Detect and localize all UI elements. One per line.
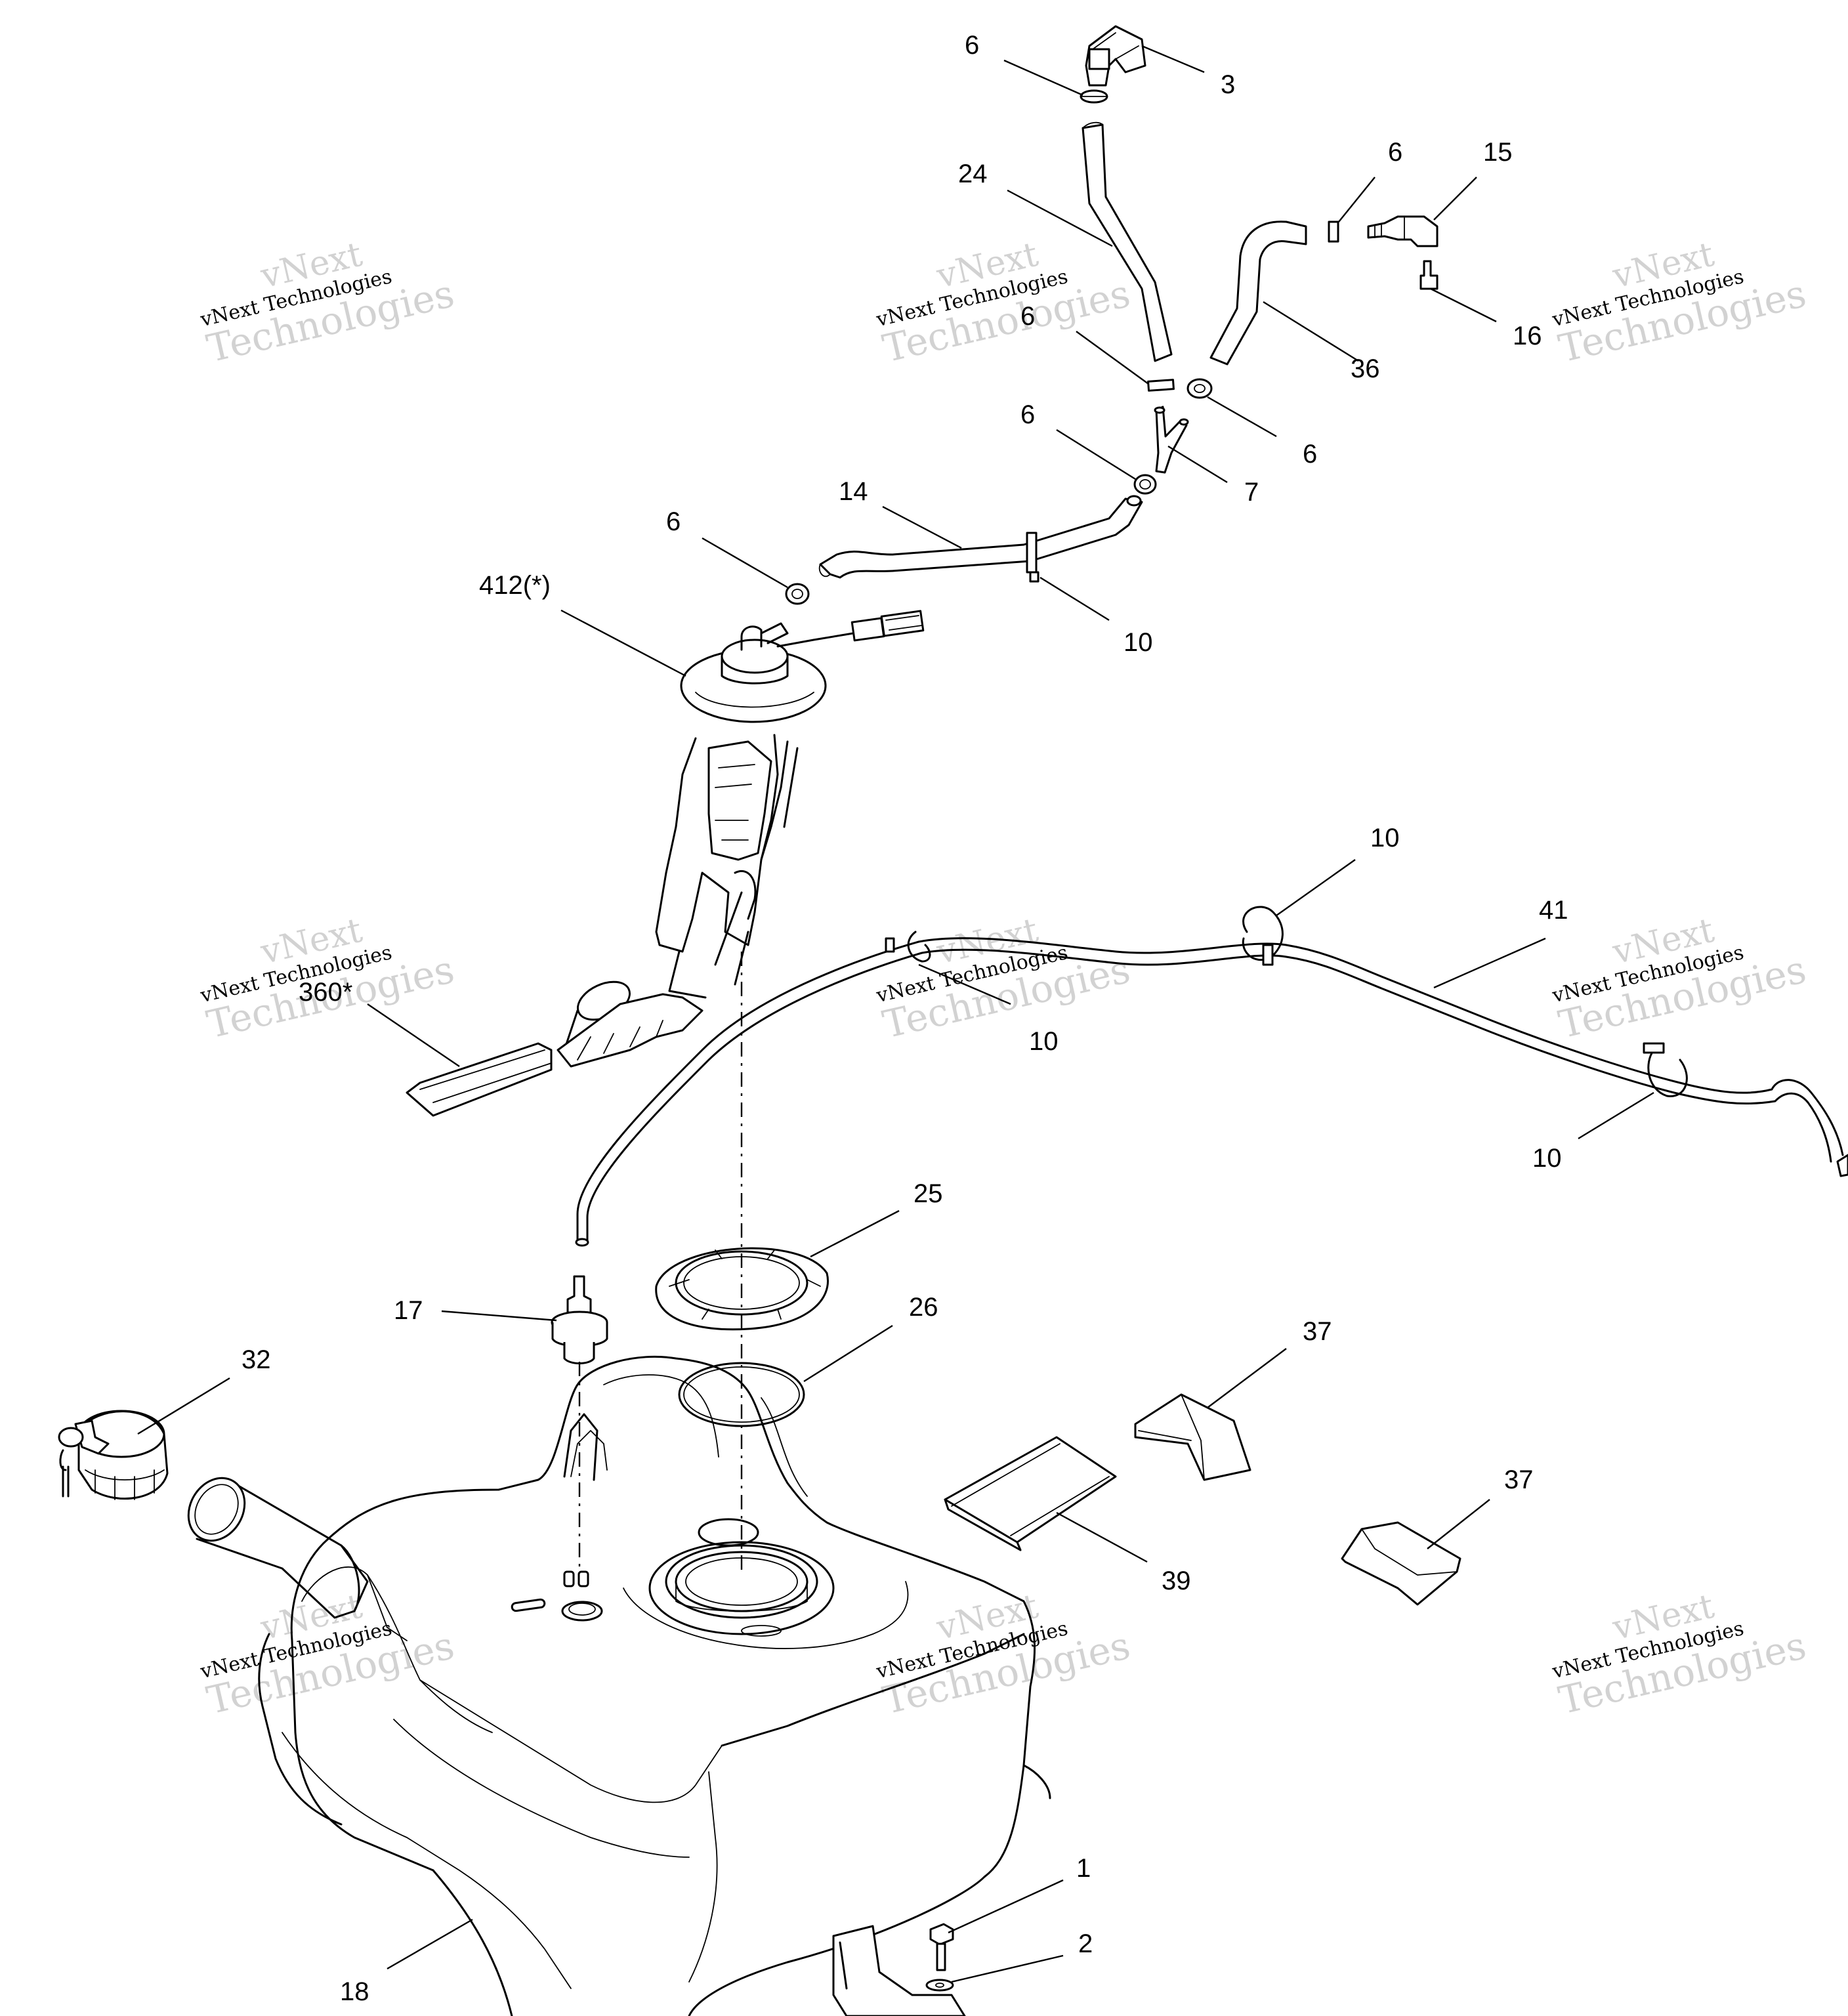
part-6-clamp [1186,378,1213,399]
part-6-clamp [1328,220,1339,243]
callout-14: 14 [839,477,868,506]
part-24-hose [1082,121,1173,362]
callout-36: 36 [1351,354,1380,383]
part-18-fuel-tank [258,1355,1051,2016]
callout-10: 10 [1532,1144,1562,1173]
callout-6: 6 [1020,302,1035,331]
part-14-hose [818,495,1143,579]
watermark: vNext vNext Technologies Technologies [1549,1587,1810,1723]
part-6-clamp [1133,474,1157,495]
part-36-hose [1209,220,1307,366]
callout-6: 6 [1020,400,1035,429]
callout-10: 10 [1029,1027,1059,1056]
assembly-lines [578,952,743,1575]
watermark: vNext vNext Technologies Technologies [873,235,1134,371]
callout-1: 1 [1076,1854,1091,1883]
callout-10: 10 [1370,824,1400,852]
part-10-clip [1242,906,1284,966]
callout-26: 26 [909,1293,938,1322]
watermark: vNext vNext Technologies Technologies [198,911,458,1047]
part-10-clip [885,931,931,963]
callout-39: 39 [1162,1566,1191,1595]
callout-7: 7 [1244,478,1259,507]
part-6-clamp [1147,379,1175,392]
callout-412: 412(*) [479,571,551,600]
callout-37: 37 [1303,1317,1332,1346]
part-15-connector [1367,215,1438,247]
part-7-tee-fitting [1154,406,1189,474]
part-37-pad [1341,1521,1461,1606]
part-39-pad [944,1436,1117,1551]
callout-labels: 3 6 24 6 15 16 36 6 6 6 7 14 6 10 412(*)… [242,31,1568,2006]
callout-6: 6 [1303,440,1317,469]
watermark: vNext vNext Technologies Technologies [873,911,1134,1047]
part-3-elbow-connector [1085,25,1146,87]
part-360-pad [406,1042,553,1117]
callout-32: 32 [242,1345,271,1374]
part-10-clip [1643,1042,1688,1097]
callout-41: 41 [1539,896,1568,925]
part-filler-neck [187,1477,369,1619]
part-37-pad [1134,1393,1251,1481]
part-16-clip [1419,260,1438,290]
callout-15: 15 [1483,138,1513,167]
callout-3: 3 [1221,70,1235,99]
watermark: vNext vNext Technologies Technologies [1549,911,1810,1047]
part-6-clamp [785,583,810,605]
watermark: vNext vNext Technologies Technologies [198,235,458,371]
part-6-clamp [1080,89,1108,104]
callout-6: 6 [1388,138,1402,167]
part-412-fuel-pump-module [556,610,925,1068]
part-32-fuel-cap [58,1410,169,1500]
callout-24: 24 [958,159,988,188]
callout-10: 10 [1124,628,1153,657]
watermark: vNext vNext Technologies Technologies [198,1587,458,1723]
callout-6: 6 [666,507,681,536]
part-2-washer [925,1979,954,1992]
callout-16: 16 [1513,322,1542,350]
callout-25: 25 [914,1179,943,1208]
callout-6: 6 [965,31,979,60]
leader-lines [137,45,1654,1983]
callout-2: 2 [1078,1929,1093,1958]
callout-18: 18 [340,1977,369,2006]
part-10-clip [1026,532,1040,583]
callout-360: 360* [299,978,352,1007]
callout-17: 17 [394,1296,423,1325]
watermark: vNext vNext Technologies Technologies [1549,235,1810,371]
part-1-bolt [929,1923,954,1971]
callout-37: 37 [1504,1465,1534,1494]
part-17-valve [551,1275,608,1364]
